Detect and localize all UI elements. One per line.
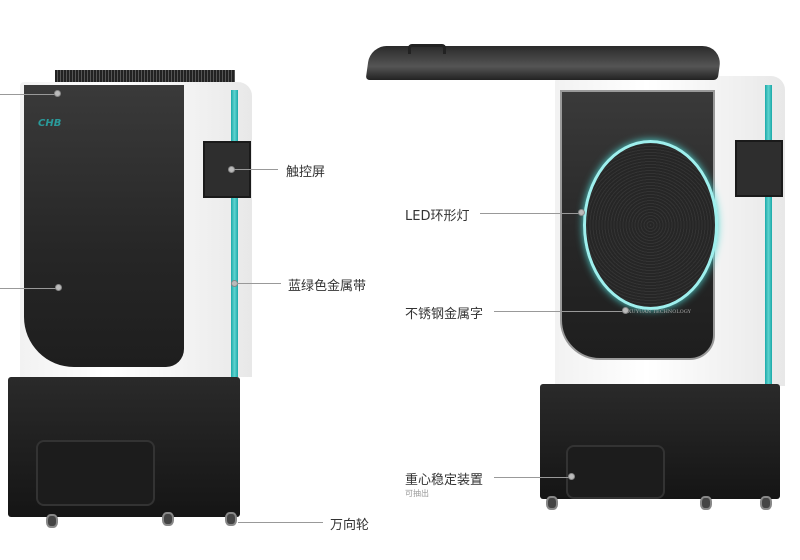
logo: CHB	[38, 118, 62, 129]
callout-dot	[622, 307, 629, 314]
caster-wheel	[700, 496, 712, 510]
callout-line	[237, 283, 281, 284]
label-stabilizer: 重心稳定装置	[405, 473, 484, 488]
label-stabilizer-note: 可抽出	[405, 489, 429, 498]
label-steel-lettering: 不锈钢金属字	[405, 307, 484, 322]
teal-strip	[231, 90, 238, 377]
callout-line	[494, 311, 624, 312]
callout-line	[480, 213, 580, 214]
label-touch-screen: 触控屏	[286, 165, 326, 180]
top-vent	[55, 70, 235, 84]
led-ring	[583, 140, 718, 310]
label-caster: 万向轮	[330, 518, 370, 533]
engraving: XUYUAN TECHNOLOGY	[628, 309, 691, 315]
caster-wheel	[760, 496, 772, 510]
callout-dot	[54, 90, 61, 97]
callout-line	[0, 288, 58, 289]
caster-wheel	[162, 512, 174, 526]
caster-wheel	[46, 514, 58, 528]
caster-wheel	[546, 496, 558, 510]
label-led-ring: LED环形灯	[405, 209, 470, 224]
callout-line	[234, 169, 278, 170]
callout-line	[0, 94, 56, 95]
lid-handle	[408, 44, 446, 54]
touch-screen	[735, 140, 783, 197]
callout-dot	[578, 209, 585, 216]
label-teal-strip: 蓝绿色金属带	[288, 279, 367, 294]
callout-line	[238, 522, 323, 523]
left-drawer	[38, 442, 153, 504]
callout-dot	[55, 284, 62, 291]
callout-dot	[568, 473, 575, 480]
callout-line	[494, 477, 570, 478]
caster-wheel	[225, 512, 237, 526]
right-drawer	[568, 447, 663, 497]
left-front-panel	[24, 85, 184, 367]
teal-strip	[765, 85, 772, 385]
